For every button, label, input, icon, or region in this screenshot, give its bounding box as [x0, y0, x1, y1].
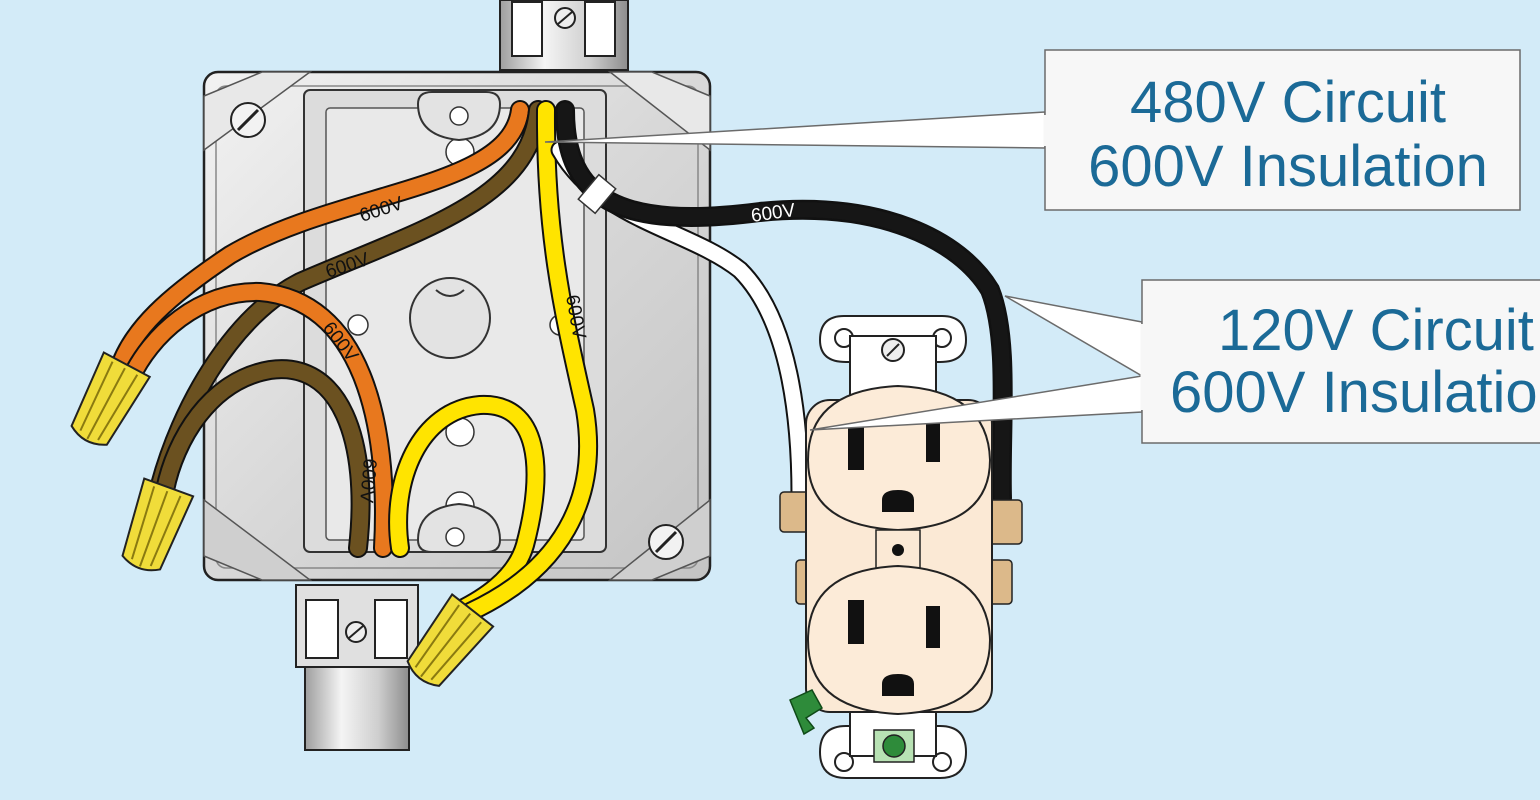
brown-wire-lower — [155, 359, 371, 558]
junction-box-icon — [202, 70, 712, 582]
callout-480v-line1: 480V Circuit — [1130, 70, 1446, 135]
brown-wire-upper — [150, 100, 548, 495]
top-conduit — [499, 0, 629, 71]
ground-screw-icon — [789, 689, 915, 763]
mounting-screw-icon — [230, 102, 266, 138]
yellow-wire-main — [460, 100, 599, 622]
wire-nut-icon — [70, 351, 152, 446]
receptacle-icon — [779, 315, 1023, 779]
yellow-wire-loop — [388, 394, 546, 620]
mounting-screw-icon — [554, 7, 576, 29]
bottom-conduit — [295, 584, 419, 751]
wire-nut-icon — [406, 593, 495, 687]
callout-480v: 480V Circuit 600V Insulation — [544, 49, 1521, 211]
orange-wire-lower — [120, 281, 394, 558]
callout-480v-line2: 600V Insulation — [1088, 134, 1488, 199]
wire-label-brown-lower: 600V — [355, 458, 380, 504]
callout-120v-line2: 600V Insulation — [1170, 360, 1540, 425]
mounting-screw-icon — [648, 524, 684, 560]
orange-wire-upper — [108, 100, 530, 382]
mounting-screw-icon — [345, 621, 367, 643]
cable-tie-icon — [577, 173, 617, 215]
callout-120v-line1: 120V Circuit — [1218, 298, 1534, 363]
callout-120v: 120V Circuit 600V Insulation — [809, 279, 1540, 444]
wire-nut-icon — [121, 477, 195, 572]
mounting-screw-icon — [881, 338, 905, 362]
